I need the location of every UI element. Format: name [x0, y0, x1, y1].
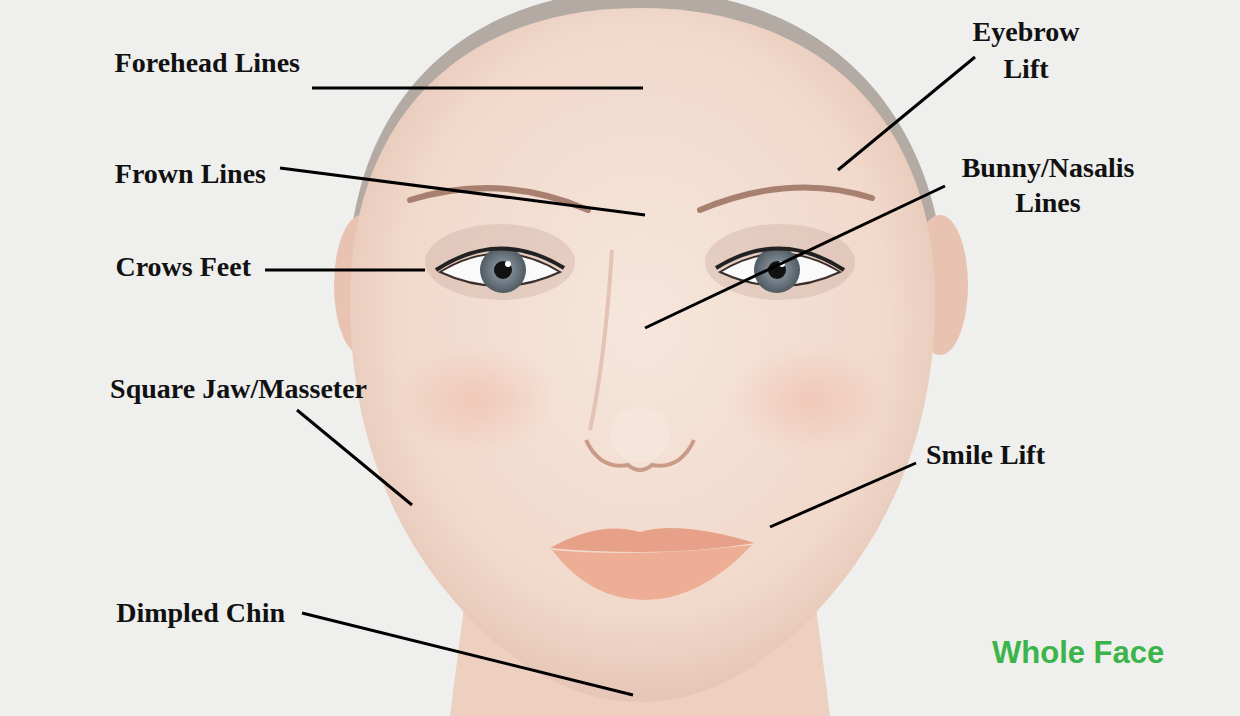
- leader-line: [280, 168, 645, 215]
- nose: [590, 250, 612, 430]
- leader-line: [265, 269, 425, 272]
- area-label: Crows Feet: [115, 250, 251, 284]
- area-label: Forehead Lines: [115, 46, 300, 80]
- area-label: Frown Lines: [115, 157, 266, 191]
- area-label: Square Jaw/Masseter: [110, 372, 367, 406]
- leader-line: [770, 463, 916, 527]
- cheek: [730, 345, 890, 455]
- leader-line: [838, 57, 975, 170]
- eyebrow: [410, 188, 588, 210]
- area-label: Smile Lift: [926, 438, 1045, 472]
- eyebrow: [700, 187, 872, 210]
- leader-lines: [265, 57, 975, 695]
- eye: [436, 247, 564, 293]
- leader-line: [645, 186, 945, 328]
- area-label: Bunny/Nasalis Lines: [938, 150, 1158, 220]
- leader-line: [312, 87, 643, 90]
- brand-label: Whole Face: [992, 636, 1164, 670]
- lips: [552, 545, 752, 600]
- face: [350, 8, 935, 702]
- leader-line: [302, 613, 633, 695]
- cheek: [395, 345, 555, 455]
- eyeshadow: [425, 224, 575, 300]
- area-label: Dimpled Chin: [116, 596, 285, 630]
- nose: [610, 407, 670, 463]
- leader-line: [297, 410, 412, 505]
- area-label: Eyebrow Lift: [951, 13, 1101, 87]
